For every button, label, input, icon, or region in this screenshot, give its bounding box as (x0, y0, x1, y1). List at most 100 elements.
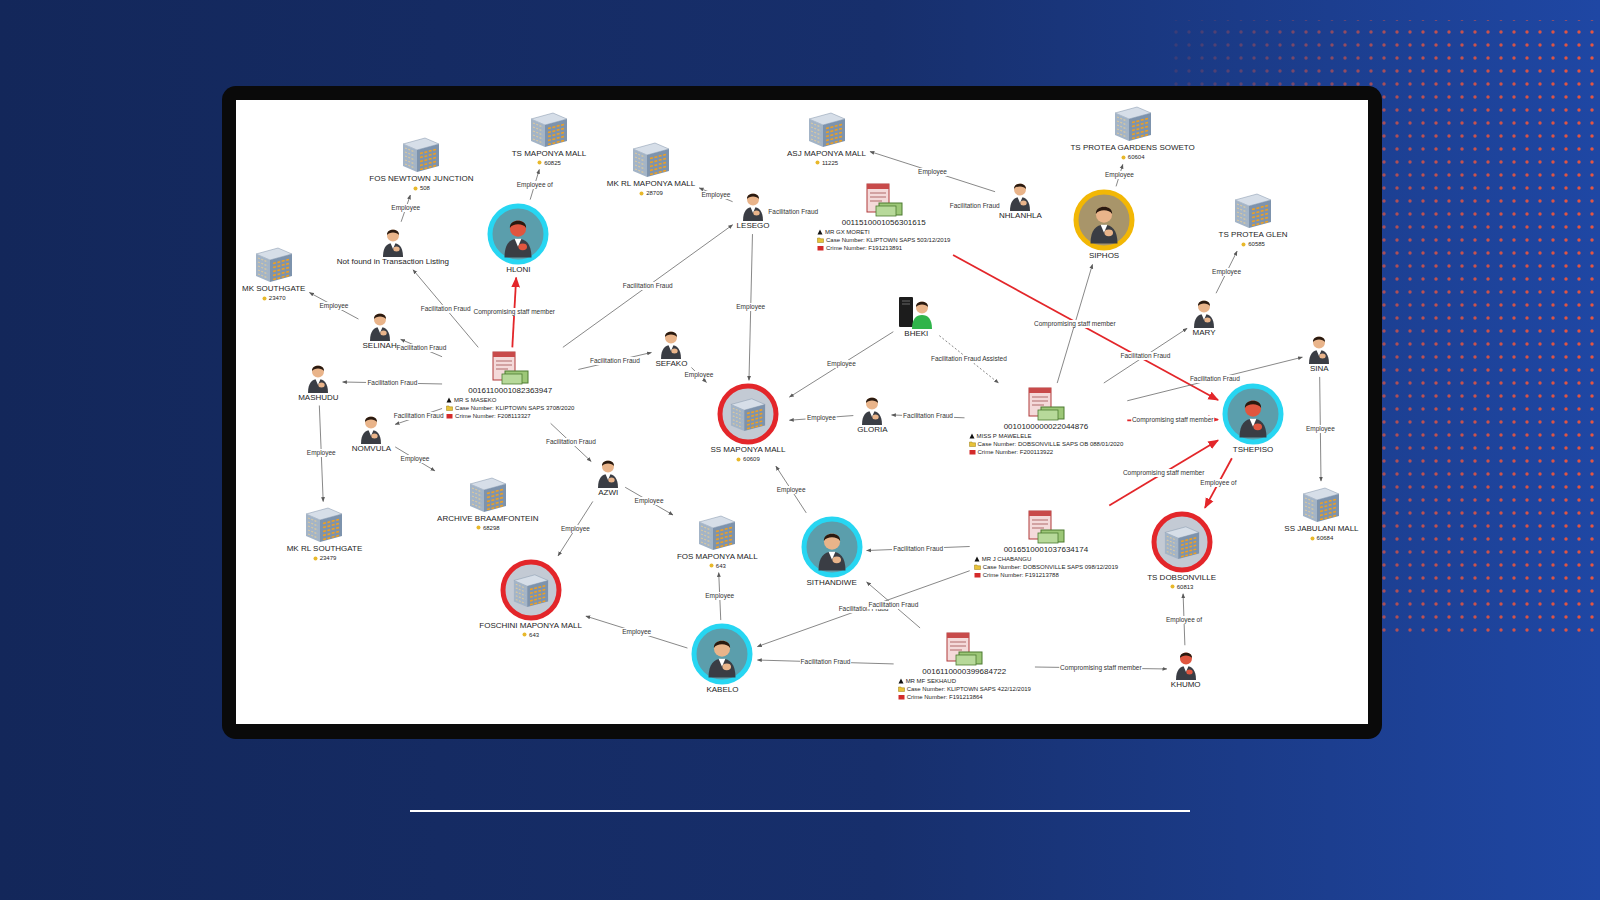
store-name: SS MAPONYA MALL (710, 445, 785, 455)
relation-connector (757, 571, 969, 647)
store-name: TS PROTEA GLEN (1219, 230, 1288, 240)
store-name: ARCHIVE BRAAMFONTEIN (437, 514, 538, 524)
detail-glyph (898, 686, 905, 692)
person-name: MASHUDU (298, 393, 338, 403)
case-detail: Crime Number: F191213891 (826, 244, 902, 252)
person-node: BHEKI (895, 294, 937, 340)
building-icon (1299, 484, 1343, 524)
relation-connector (749, 234, 752, 380)
case-icon (1026, 386, 1066, 422)
store-name: MK RL MAPONYA MALL (607, 179, 695, 189)
detail-glyph (969, 449, 976, 455)
relation-connector (551, 423, 592, 461)
person-icon (380, 225, 406, 257)
store-number: 23470 (269, 294, 286, 302)
relation-label: Facilitation Fraud (902, 412, 954, 420)
relation-label: Employee (826, 360, 857, 368)
person-icon (658, 327, 684, 359)
relation-label: Facilitation Fraud (1189, 375, 1241, 383)
relation-label: Employee (306, 449, 337, 457)
store-number: 508 (420, 184, 430, 192)
detail-glyph (446, 405, 453, 411)
relation-connector (1320, 377, 1321, 481)
relation-label: Employee (390, 204, 421, 212)
relation-label: Employee of (1165, 616, 1203, 624)
relation-connector (1205, 458, 1232, 508)
relation-label: Facilitation Fraud (949, 202, 1001, 210)
person-icon (367, 309, 393, 341)
person-name: SEFAKO (655, 359, 687, 369)
case-node: 0011510001056301615MR GX MORETICase Numb… (815, 181, 952, 253)
person-name: SITHANDIWE (807, 578, 857, 588)
person-name: SINA (1310, 364, 1329, 374)
relation-label: Facilitation Fraud (420, 305, 472, 313)
person-node: SEFAKO (653, 326, 689, 370)
relation-connector (401, 339, 442, 356)
relation-label: Facilitation Fraud (393, 412, 445, 420)
store-node: MK SOUTHGATE23470 (240, 243, 307, 303)
store-name: FOSCHINI MAPONYA MALL (479, 621, 582, 631)
store-number: 60604 (1128, 153, 1145, 161)
relation-label: Employee (400, 455, 431, 463)
detail-glyph (969, 433, 975, 439)
detail-glyph (969, 441, 976, 447)
relation-label: Employee (318, 302, 349, 310)
relation-connector (309, 293, 358, 320)
relation-label: Facilitation Fraud (366, 379, 418, 387)
relation-connector (319, 406, 323, 502)
building-icon (466, 474, 510, 514)
case-icon (864, 182, 904, 218)
person-node: Not found in Transaction Listing (335, 224, 451, 268)
relation-connector (1183, 594, 1185, 645)
relation-label: Employee (683, 371, 714, 379)
case-number: 0010100000022044876 (1004, 422, 1089, 432)
building-icon (717, 383, 779, 445)
person-icon (305, 361, 331, 393)
store-name: MK SOUTHGATE (242, 284, 305, 294)
person-node: HLONI (485, 202, 551, 276)
relation-connector (870, 152, 995, 192)
relation-label: Compromising staff member (472, 308, 556, 316)
store-name: MK RL SOUTHGATE (287, 544, 363, 554)
relation-connector (867, 546, 970, 550)
relation-connector (954, 203, 995, 208)
store-number: 643 (716, 562, 726, 570)
relation-connector (789, 416, 853, 421)
relation-connector (939, 336, 998, 383)
relation-connector (530, 170, 539, 200)
store-name: ASJ MAPONYA MALL (787, 149, 866, 159)
relation-connector (1116, 164, 1123, 186)
id-dot (313, 556, 318, 561)
person-name: MARY (1193, 328, 1216, 338)
relation-connector (699, 188, 732, 202)
relation-connector (1104, 328, 1187, 383)
person-node: MARY (1189, 295, 1219, 339)
store-number: 60609 (743, 455, 760, 463)
relation-label: Facilitation Fraud (622, 282, 674, 290)
person-icon (740, 189, 766, 221)
relation-label: Employee (704, 592, 735, 600)
person-icon (691, 623, 753, 685)
relation-connector (563, 225, 733, 348)
relation-label: Facilitation Fraud (892, 545, 944, 553)
relation-label: Facilitation Fraud (800, 658, 852, 666)
case-detail: MISS P MAWELELE (977, 432, 1032, 440)
id-dot (709, 563, 714, 568)
store-node: TS PROTEA GLEN60585 (1217, 189, 1290, 249)
id-dot (476, 525, 481, 530)
relation-label: Compromising staff member (1059, 664, 1143, 672)
id-dot (1170, 584, 1175, 589)
store-number: 23479 (320, 554, 337, 562)
relation-connector (1035, 667, 1167, 669)
detail-glyph (898, 694, 905, 700)
detail-glyph (974, 572, 981, 578)
relation-label: Facilitation Fraud (589, 357, 641, 365)
relation-connector (558, 501, 593, 555)
store-name: SS JABULANI MALL (1284, 524, 1358, 534)
store-number: 60684 (1317, 534, 1334, 542)
building-icon (695, 512, 739, 552)
person-icon (1306, 332, 1332, 364)
person-node: KABELO (689, 622, 755, 696)
case-detail: MR S MASEKO (454, 396, 496, 404)
